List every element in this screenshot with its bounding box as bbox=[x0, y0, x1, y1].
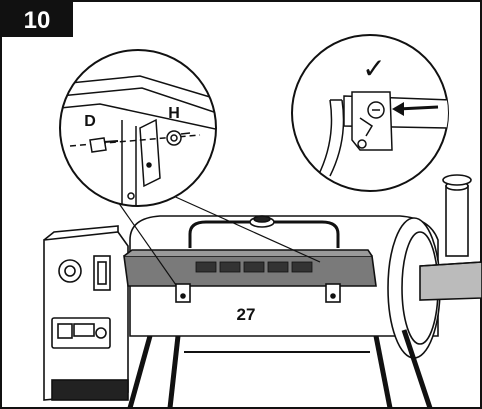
label-h: H bbox=[168, 105, 180, 122]
insert-arrow-icon bbox=[392, 102, 439, 116]
callout-leaders bbox=[117, 189, 321, 286]
callout-left: D H bbox=[59, 49, 217, 207]
check-mark-icon: ✓ bbox=[362, 53, 385, 84]
part-label-27: 27 bbox=[237, 305, 256, 324]
grill-body bbox=[43, 174, 482, 409]
front-handle-panel bbox=[123, 249, 377, 303]
step-badge: 10 bbox=[1, 1, 73, 37]
step-number: 10 bbox=[24, 7, 51, 34]
label-d: D bbox=[84, 113, 96, 130]
callout-right: ✓ bbox=[291, 34, 449, 192]
hopper-vent bbox=[51, 379, 129, 401]
